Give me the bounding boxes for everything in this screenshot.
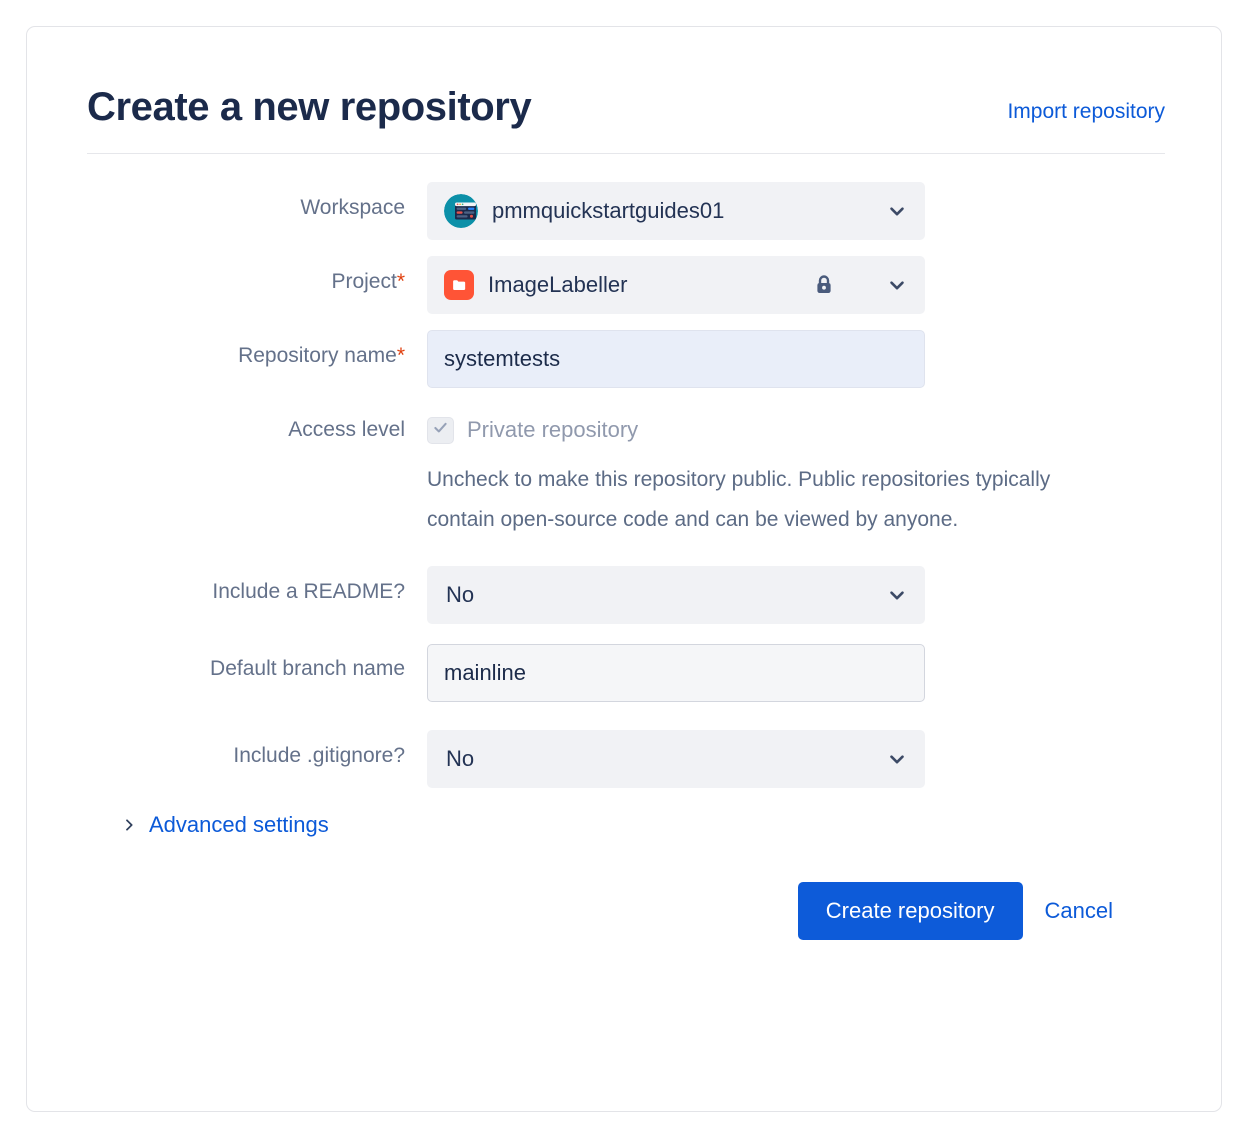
default-branch-name-input[interactable]	[427, 644, 925, 702]
access-level-help-text: Uncheck to make this repository public. …	[427, 468, 1051, 531]
project-required-marker: *	[396, 270, 405, 293]
workspace-label: Workspace	[300, 196, 405, 219]
include-gitignore-select[interactable]: No	[427, 730, 925, 788]
workspace-avatar-icon	[444, 194, 478, 228]
default-branch-name-label: Default branch name	[210, 657, 405, 680]
chevron-right-icon	[121, 817, 137, 833]
form-row-project: Project* ImageLabeller	[87, 256, 1165, 314]
project-value: ImageLabeller	[488, 272, 628, 297]
repository-name-input[interactable]	[427, 330, 925, 388]
advanced-settings-link[interactable]: Advanced settings	[149, 812, 329, 837]
include-readme-value: No	[446, 582, 475, 607]
project-folder-icon	[444, 270, 474, 300]
create-repository-card: Create a new repository Import repositor…	[26, 26, 1222, 1112]
page-title: Create a new repository	[87, 85, 532, 129]
chevron-down-icon	[886, 748, 908, 770]
private-repository-checkbox-row[interactable]: Private repository	[427, 404, 1165, 456]
private-repository-label: Private repository	[467, 417, 639, 442]
access-level-label: Access level	[288, 418, 405, 441]
form-row-repository-name: Repository name*	[87, 330, 1165, 388]
form-row-default-branch-name: Default branch name	[87, 644, 1165, 702]
repository-name-label: Repository name*	[87, 330, 427, 369]
chevron-down-icon	[886, 274, 908, 296]
import-repository-link[interactable]: Import repository	[1007, 100, 1165, 123]
create-repository-form: Workspace	[87, 154, 1165, 940]
include-gitignore-label: Include .gitignore?	[233, 744, 405, 767]
project-select[interactable]: ImageLabeller	[427, 256, 925, 314]
include-readme-label: Include a README?	[212, 580, 405, 603]
project-label: Project*	[87, 256, 427, 295]
chevron-down-icon	[886, 584, 908, 606]
chevron-down-icon	[886, 200, 908, 222]
form-row-access-level: Access level Private repository Unchec	[87, 404, 1165, 540]
card-header: Create a new repository Import repositor…	[87, 83, 1165, 154]
repository-name-required-marker: *	[396, 344, 405, 367]
include-readme-select[interactable]: No	[427, 566, 925, 624]
workspace-select[interactable]: pmmquickstartguides01	[427, 182, 925, 240]
private-repository-checkbox[interactable]	[427, 416, 454, 444]
cancel-link[interactable]: Cancel	[1044, 898, 1113, 923]
create-repository-button[interactable]: Create repository	[797, 882, 1023, 940]
form-row-include-gitignore: Include .gitignore? No	[87, 730, 1165, 788]
form-row-include-readme: Include a README? No	[87, 566, 1165, 624]
project-label-text: Project	[331, 270, 397, 293]
lock-icon	[812, 273, 836, 297]
repository-name-label-text: Repository name	[238, 344, 397, 367]
include-gitignore-value: No	[446, 746, 475, 771]
workspace-value: pmmquickstartguides01	[492, 198, 725, 223]
advanced-settings-toggle[interactable]: Advanced settings	[121, 812, 1165, 838]
form-row-workspace: Workspace	[87, 182, 1165, 240]
checkmark-icon	[431, 418, 450, 442]
form-actions: Create repository Cancel	[87, 882, 1165, 940]
